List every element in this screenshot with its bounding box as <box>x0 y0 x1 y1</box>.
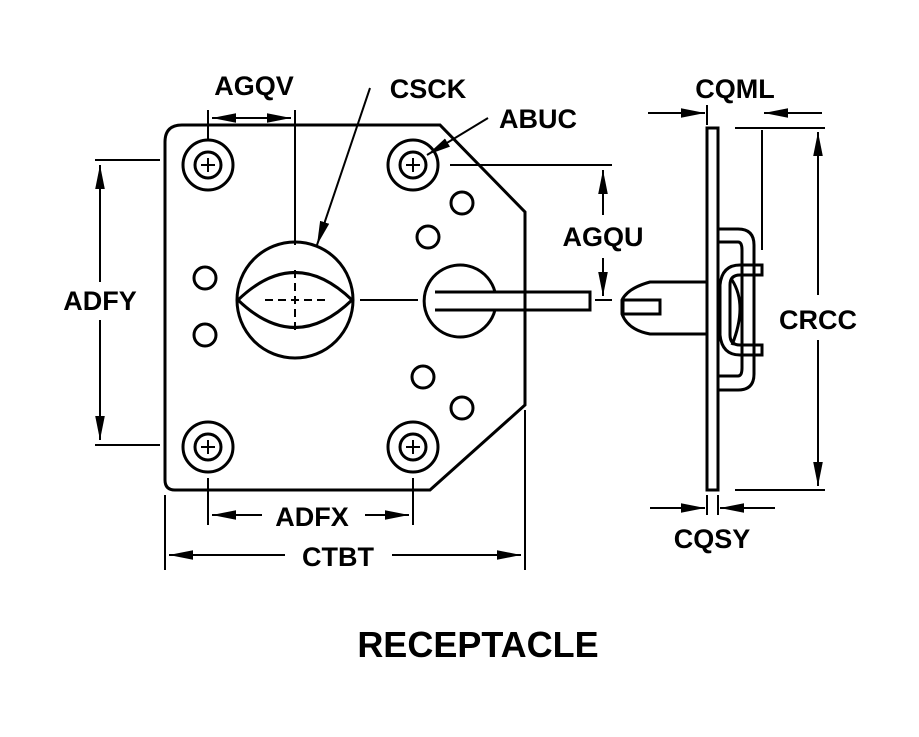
label-agqu: AGQU <box>563 222 644 252</box>
screw-top-right <box>386 138 440 192</box>
screw-bottom-left <box>181 420 235 474</box>
stud-head <box>235 240 355 360</box>
label-cqsy: CQSY <box>674 524 751 554</box>
side-view <box>620 126 764 492</box>
receptacle-slot <box>422 263 592 339</box>
label-adfx: ADFX <box>275 502 349 532</box>
front-view-plate <box>163 123 612 492</box>
label-agqv: AGQV <box>214 71 294 101</box>
label-abuc: ABUC <box>499 104 577 134</box>
dimension-lines <box>95 87 825 570</box>
label-csck: CSCK <box>390 74 467 104</box>
label-crcc: CRCC <box>779 305 857 335</box>
label-cqml: CQML <box>695 74 774 104</box>
diagram-title: RECEPTACLE <box>357 624 598 665</box>
label-ctbt: CTBT <box>302 542 374 572</box>
label-adfy: ADFY <box>63 286 137 316</box>
screw-bottom-right <box>386 420 440 474</box>
small-holes <box>192 190 475 421</box>
screw-top-left <box>181 138 235 192</box>
